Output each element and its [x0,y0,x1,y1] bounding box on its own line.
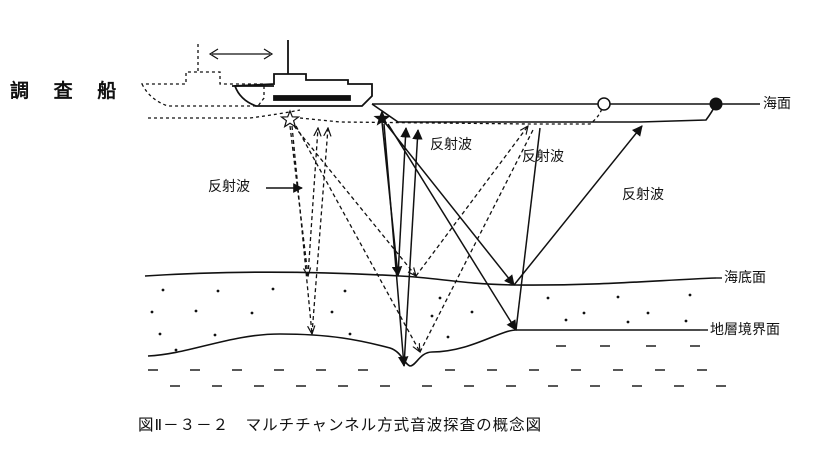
layer-boundary-line [147,329,700,367]
star-icon-dashed [279,109,301,128]
star-icon-solid [373,110,391,126]
sediment-dots [150,287,692,352]
reflected-wave-label-center: 反射波 [430,137,472,153]
ship-label: 調 査 船 [10,80,126,102]
layer-boundary-label: 地層境界面 [710,322,780,338]
reflected-wave-label-left: 反射波 [208,179,250,195]
ship-solid [232,40,373,107]
streamer-dashed [299,107,603,125]
figure-caption: 図Ⅱ－３－２ マルチチャンネル方式音波探査の概念図 [138,416,543,434]
buoy-open-icon [597,97,611,111]
dashed-rays [289,126,535,352]
sea-surface-label: 海面 [763,96,791,112]
buoy-filled-icon [709,97,723,111]
basement-dashes [148,345,726,387]
double-arrow-icon [208,48,274,60]
seabed-label: 海底面 [724,270,766,286]
reflected-wave-label-right: 反射波 [522,149,564,165]
solid-rays [381,121,643,368]
seabed-line [144,271,717,286]
sea-surface-line [371,103,760,123]
reflected-wave-label-far-right: 反射波 [622,187,664,203]
ship-dashed [140,44,301,119]
